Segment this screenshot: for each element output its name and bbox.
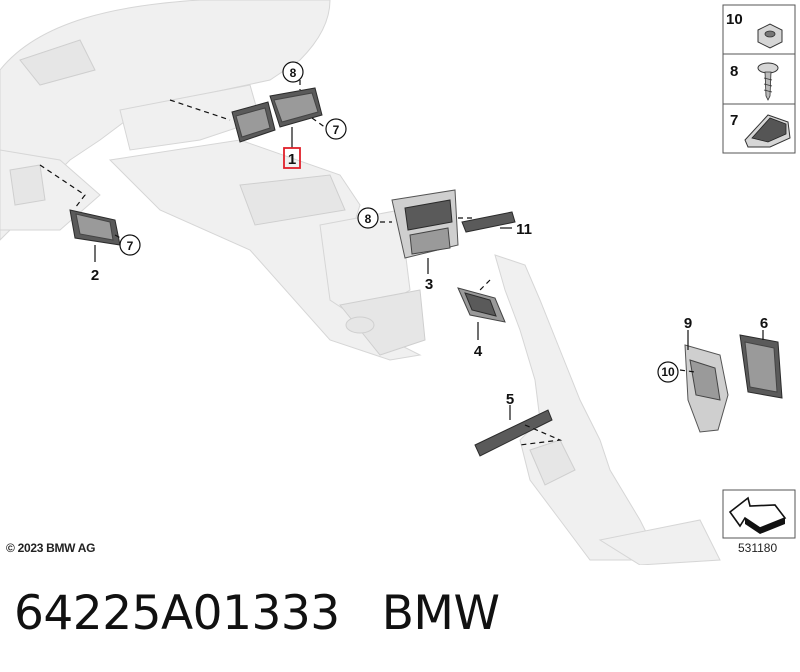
dash-7b [114, 234, 131, 244]
callout-7a-label: 7 [333, 123, 340, 137]
legend-item-8[interactable]: 8 [730, 62, 779, 101]
legend-item-10-label: 10 [726, 11, 743, 28]
callout-8b[interactable]: 8 [357, 207, 379, 229]
part-11-trim-strip[interactable] [461, 211, 516, 233]
center-console-ghost [108, 139, 426, 361]
pad-icon [744, 114, 791, 148]
fastener-legend: 10 8 7 [722, 4, 796, 154]
dashboard-ghost [0, 0, 331, 241]
orientation-arrow-box [722, 489, 796, 539]
dash-5 [519, 424, 563, 446]
dash-2 [39, 164, 86, 209]
callout-11-label[interactable]: 11 [516, 221, 532, 238]
callout-7a[interactable]: 7 [325, 118, 347, 140]
part-4-duct-piece[interactable] [457, 287, 506, 340]
callout-7b-label: 7 [127, 239, 134, 253]
part-9-blower-unit[interactable] [684, 330, 729, 433]
screw-icon [757, 62, 779, 101]
callout-7b-circle [119, 234, 141, 256]
legend-item-7-label: 7 [730, 112, 738, 129]
callout-10[interactable]: 10 [657, 361, 679, 383]
callout-8a-label: 8 [290, 66, 297, 80]
callout-7a-circle [325, 118, 347, 140]
callout-8b-label: 8 [365, 212, 372, 226]
callout-1-box [283, 147, 301, 169]
parts-diagram: 1 2 3 4 5 6 9 11 7 7 8 8 10 10 [0, 0, 796, 565]
brand-name: BMW [381, 586, 500, 641]
part-3-rear-vent-panel[interactable] [391, 189, 459, 274]
callout-1[interactable]: 1 [283, 147, 301, 169]
callout-7b[interactable]: 7 [119, 234, 141, 256]
callout-1-label: 1 [288, 151, 296, 168]
direction-arrow-icon [728, 496, 787, 534]
dash-1 [169, 99, 231, 121]
callout-8a-circle [282, 61, 304, 83]
callout-10-label: 10 [661, 365, 675, 379]
footer: 64225A01333 BMW [14, 586, 500, 641]
dash-4 [479, 279, 491, 291]
hex-nut-icon [757, 23, 783, 49]
legend-item-10[interactable]: 10 [726, 11, 783, 49]
part-5-bracket[interactable] [474, 405, 553, 457]
rear-duct-ghost [494, 254, 721, 565]
callout-6-label[interactable]: 6 [760, 315, 768, 332]
callout-9-label[interactable]: 9 [684, 315, 692, 332]
callout-8b-circle [357, 207, 379, 229]
part-6-filter[interactable] [739, 330, 783, 399]
dash-10 [679, 369, 696, 373]
part-2-side-vent[interactable] [69, 209, 121, 262]
part-1-front-vents[interactable] [231, 87, 323, 148]
part-number: 64225A01333 [14, 586, 340, 641]
callout-4-label[interactable]: 4 [474, 343, 483, 360]
callout-10-circle [657, 361, 679, 383]
callout-2-label[interactable]: 2 [91, 267, 99, 284]
callout-5-label[interactable]: 5 [506, 391, 514, 408]
legend-item-7[interactable]: 7 [730, 112, 791, 148]
callout-8a[interactable]: 8 [282, 61, 304, 83]
copyright-notice: © 2023 BMW AG [6, 541, 96, 555]
legend-item-8-label: 8 [730, 63, 738, 80]
callout-3-label[interactable]: 3 [425, 276, 433, 293]
dash-7a [311, 117, 327, 129]
diagram-number: 531180 [738, 541, 778, 555]
